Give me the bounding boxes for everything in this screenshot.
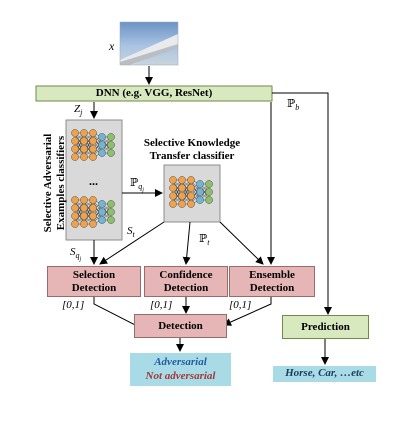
nn-node: [107, 208, 115, 216]
arrow-skt-to-selection: [99, 221, 165, 265]
nn-node: [205, 196, 213, 204]
arrow-dnn-to-prediction: [272, 92, 332, 315]
nn-edge: [181, 179, 192, 205]
nn-node: [178, 184, 186, 192]
range-label-2: [0,1]: [150, 299, 173, 311]
s-q-symbol: Sqj: [70, 246, 82, 263]
arrow-ensemble-to-detection: [223, 297, 272, 326]
nn-node: [89, 212, 97, 220]
nn-node: [71, 137, 79, 145]
p-t-symbol: ℙt: [199, 233, 210, 248]
nn-node: [71, 212, 79, 220]
nn-icon-top: [71, 129, 115, 161]
nn-node: [107, 149, 115, 157]
nn-node: [89, 196, 97, 204]
nn-node: [80, 212, 88, 220]
nn-node: [80, 145, 88, 153]
nn-node: [80, 196, 88, 204]
skt-label: Selective Knowledge Transfer classifier: [143, 137, 241, 162]
nn-node: [196, 188, 204, 196]
nn-node: [187, 176, 195, 184]
nn-node: [107, 216, 115, 224]
nn-node: [71, 196, 79, 204]
nn-node: [71, 145, 79, 153]
nn-node: [89, 137, 97, 145]
classes-label: Horse, Car, …etc: [285, 367, 364, 379]
z-symbol: Zj: [74, 103, 83, 118]
nn-node: [71, 153, 79, 161]
classes-output-box: [273, 366, 376, 382]
nn-node: [89, 145, 97, 153]
nn-node: [187, 192, 195, 200]
nn-node: [107, 133, 115, 141]
adversarial-output-box: [130, 353, 231, 386]
nn-node: [169, 192, 177, 200]
nn-node: [71, 129, 79, 137]
nn-node: [98, 208, 106, 216]
nn-node: [89, 204, 97, 212]
nn-node: [80, 137, 88, 145]
nn-node: [89, 220, 97, 228]
nn-node: [107, 141, 115, 149]
nn-node: [107, 200, 115, 208]
nn-icon-skt: [169, 176, 213, 208]
nn-edge: [83, 199, 94, 225]
nn-node: [187, 200, 195, 208]
nn-node: [98, 133, 106, 141]
nn-edge: [74, 132, 85, 158]
nn-node: [89, 129, 97, 137]
nn-node: [169, 184, 177, 192]
arrow-skt-to-confidence: [182, 221, 191, 265]
adversarial-label: Adversarial: [154, 356, 207, 368]
nn-node: [80, 153, 88, 161]
ellipsis: ...: [89, 174, 98, 188]
nn-node: [98, 216, 106, 224]
arrow-skt-to-ensemble: [219, 221, 264, 265]
nn-node: [169, 200, 177, 208]
nn-node: [98, 149, 106, 157]
s-t-symbol: St: [127, 225, 135, 240]
range-label-3: [0,1]: [229, 299, 252, 311]
nn-node: [178, 176, 186, 184]
input-image: [119, 21, 179, 66]
nn-node: [169, 176, 177, 184]
nn-node: [187, 184, 195, 192]
nn-node: [98, 200, 106, 208]
nn-node: [178, 192, 186, 200]
prediction-box: Prediction: [282, 315, 369, 339]
p-b-symbol: ℙb: [287, 98, 300, 113]
dnn-label: DNN (e.g. VGG, ResNet): [95, 87, 213, 99]
nn-node: [80, 220, 88, 228]
nn-edge: [83, 132, 94, 158]
not-adversarial-label: Not adversarial: [145, 370, 216, 382]
range-label-1: [0,1]: [62, 299, 85, 311]
nn-node: [196, 196, 204, 204]
nn-node: [178, 200, 186, 208]
nn-edge: [172, 179, 183, 205]
selective-adversarial-label: Selective Adversarial Examples classifie…: [42, 133, 67, 233]
nn-node: [205, 188, 213, 196]
nn-edge: [74, 199, 85, 225]
nn-icon-bottom: [71, 196, 115, 228]
nn-node: [89, 153, 97, 161]
nn-node: [80, 129, 88, 137]
detection-box: Detection: [134, 314, 227, 338]
nn-node: [71, 204, 79, 212]
nn-node: [80, 204, 88, 212]
nn-node: [98, 141, 106, 149]
p-q-symbol: ℙqj: [130, 177, 144, 194]
arrow-selection-to-detection: [93, 297, 146, 331]
nn-node: [71, 220, 79, 228]
input-symbol: x: [109, 39, 115, 53]
nn-node: [205, 180, 213, 188]
nn-node: [196, 180, 204, 188]
